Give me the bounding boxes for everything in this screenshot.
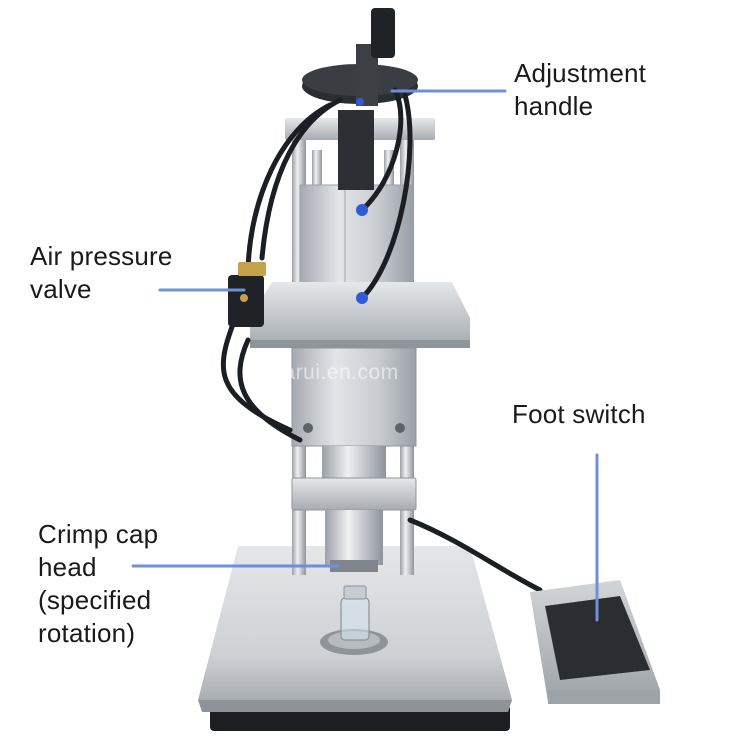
callout-adjustment-handle: Adjustment handle xyxy=(514,58,647,121)
watermark: yajiarui.en.com xyxy=(250,361,399,384)
blue-fittings xyxy=(356,98,368,304)
adjustment-wheel xyxy=(302,8,418,190)
callout-crimp-cap-head: Crimp cap head (specified rotation) xyxy=(38,519,159,648)
middle-plate xyxy=(250,282,470,348)
callout-foot-switch: Foot switch xyxy=(512,399,646,429)
vial xyxy=(340,585,370,641)
lower-carriage xyxy=(291,446,417,572)
motor-block xyxy=(291,347,417,447)
foot-switch xyxy=(530,580,660,704)
callout-lines xyxy=(131,89,599,622)
callout-air-pressure-valve: Air pressure valve xyxy=(30,241,173,304)
air-pressure-valve xyxy=(228,262,266,327)
